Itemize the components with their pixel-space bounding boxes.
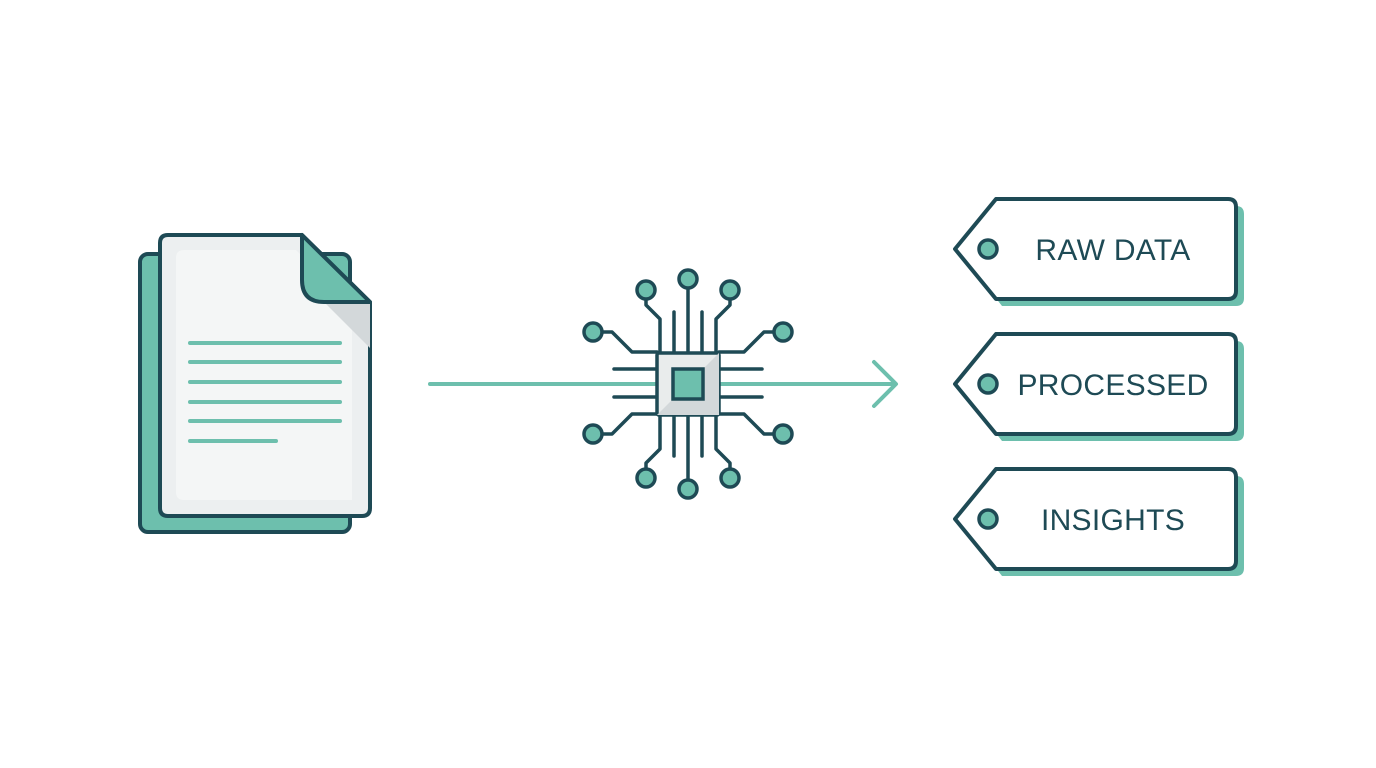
tag-hole [977, 373, 999, 395]
document-folded-corner [300, 233, 372, 304]
chip-core [671, 367, 705, 401]
tag-insights: INSIGHTS [953, 467, 1244, 576]
tag-icon [953, 467, 1238, 571]
tag-list: RAW DATA PROCESSED INSIGHTS [953, 197, 1244, 576]
tag-icon [953, 332, 1238, 436]
document-inner-panel [176, 250, 352, 500]
tag-icon [953, 197, 1238, 301]
tag-label: PROCESSED [1017, 369, 1208, 402]
tag-hole [977, 508, 999, 530]
tag-hole [977, 238, 999, 260]
tag-label: INSIGHTS [1041, 504, 1185, 537]
document-text-lines [188, 341, 342, 443]
document-icon [138, 233, 372, 534]
tag-label: RAW DATA [1035, 234, 1190, 267]
circuit-chip-icon [582, 268, 794, 500]
tag-raw-data: RAW DATA [953, 197, 1244, 306]
circuit-nodes [582, 268, 794, 500]
tag-processed: PROCESSED [953, 332, 1244, 441]
